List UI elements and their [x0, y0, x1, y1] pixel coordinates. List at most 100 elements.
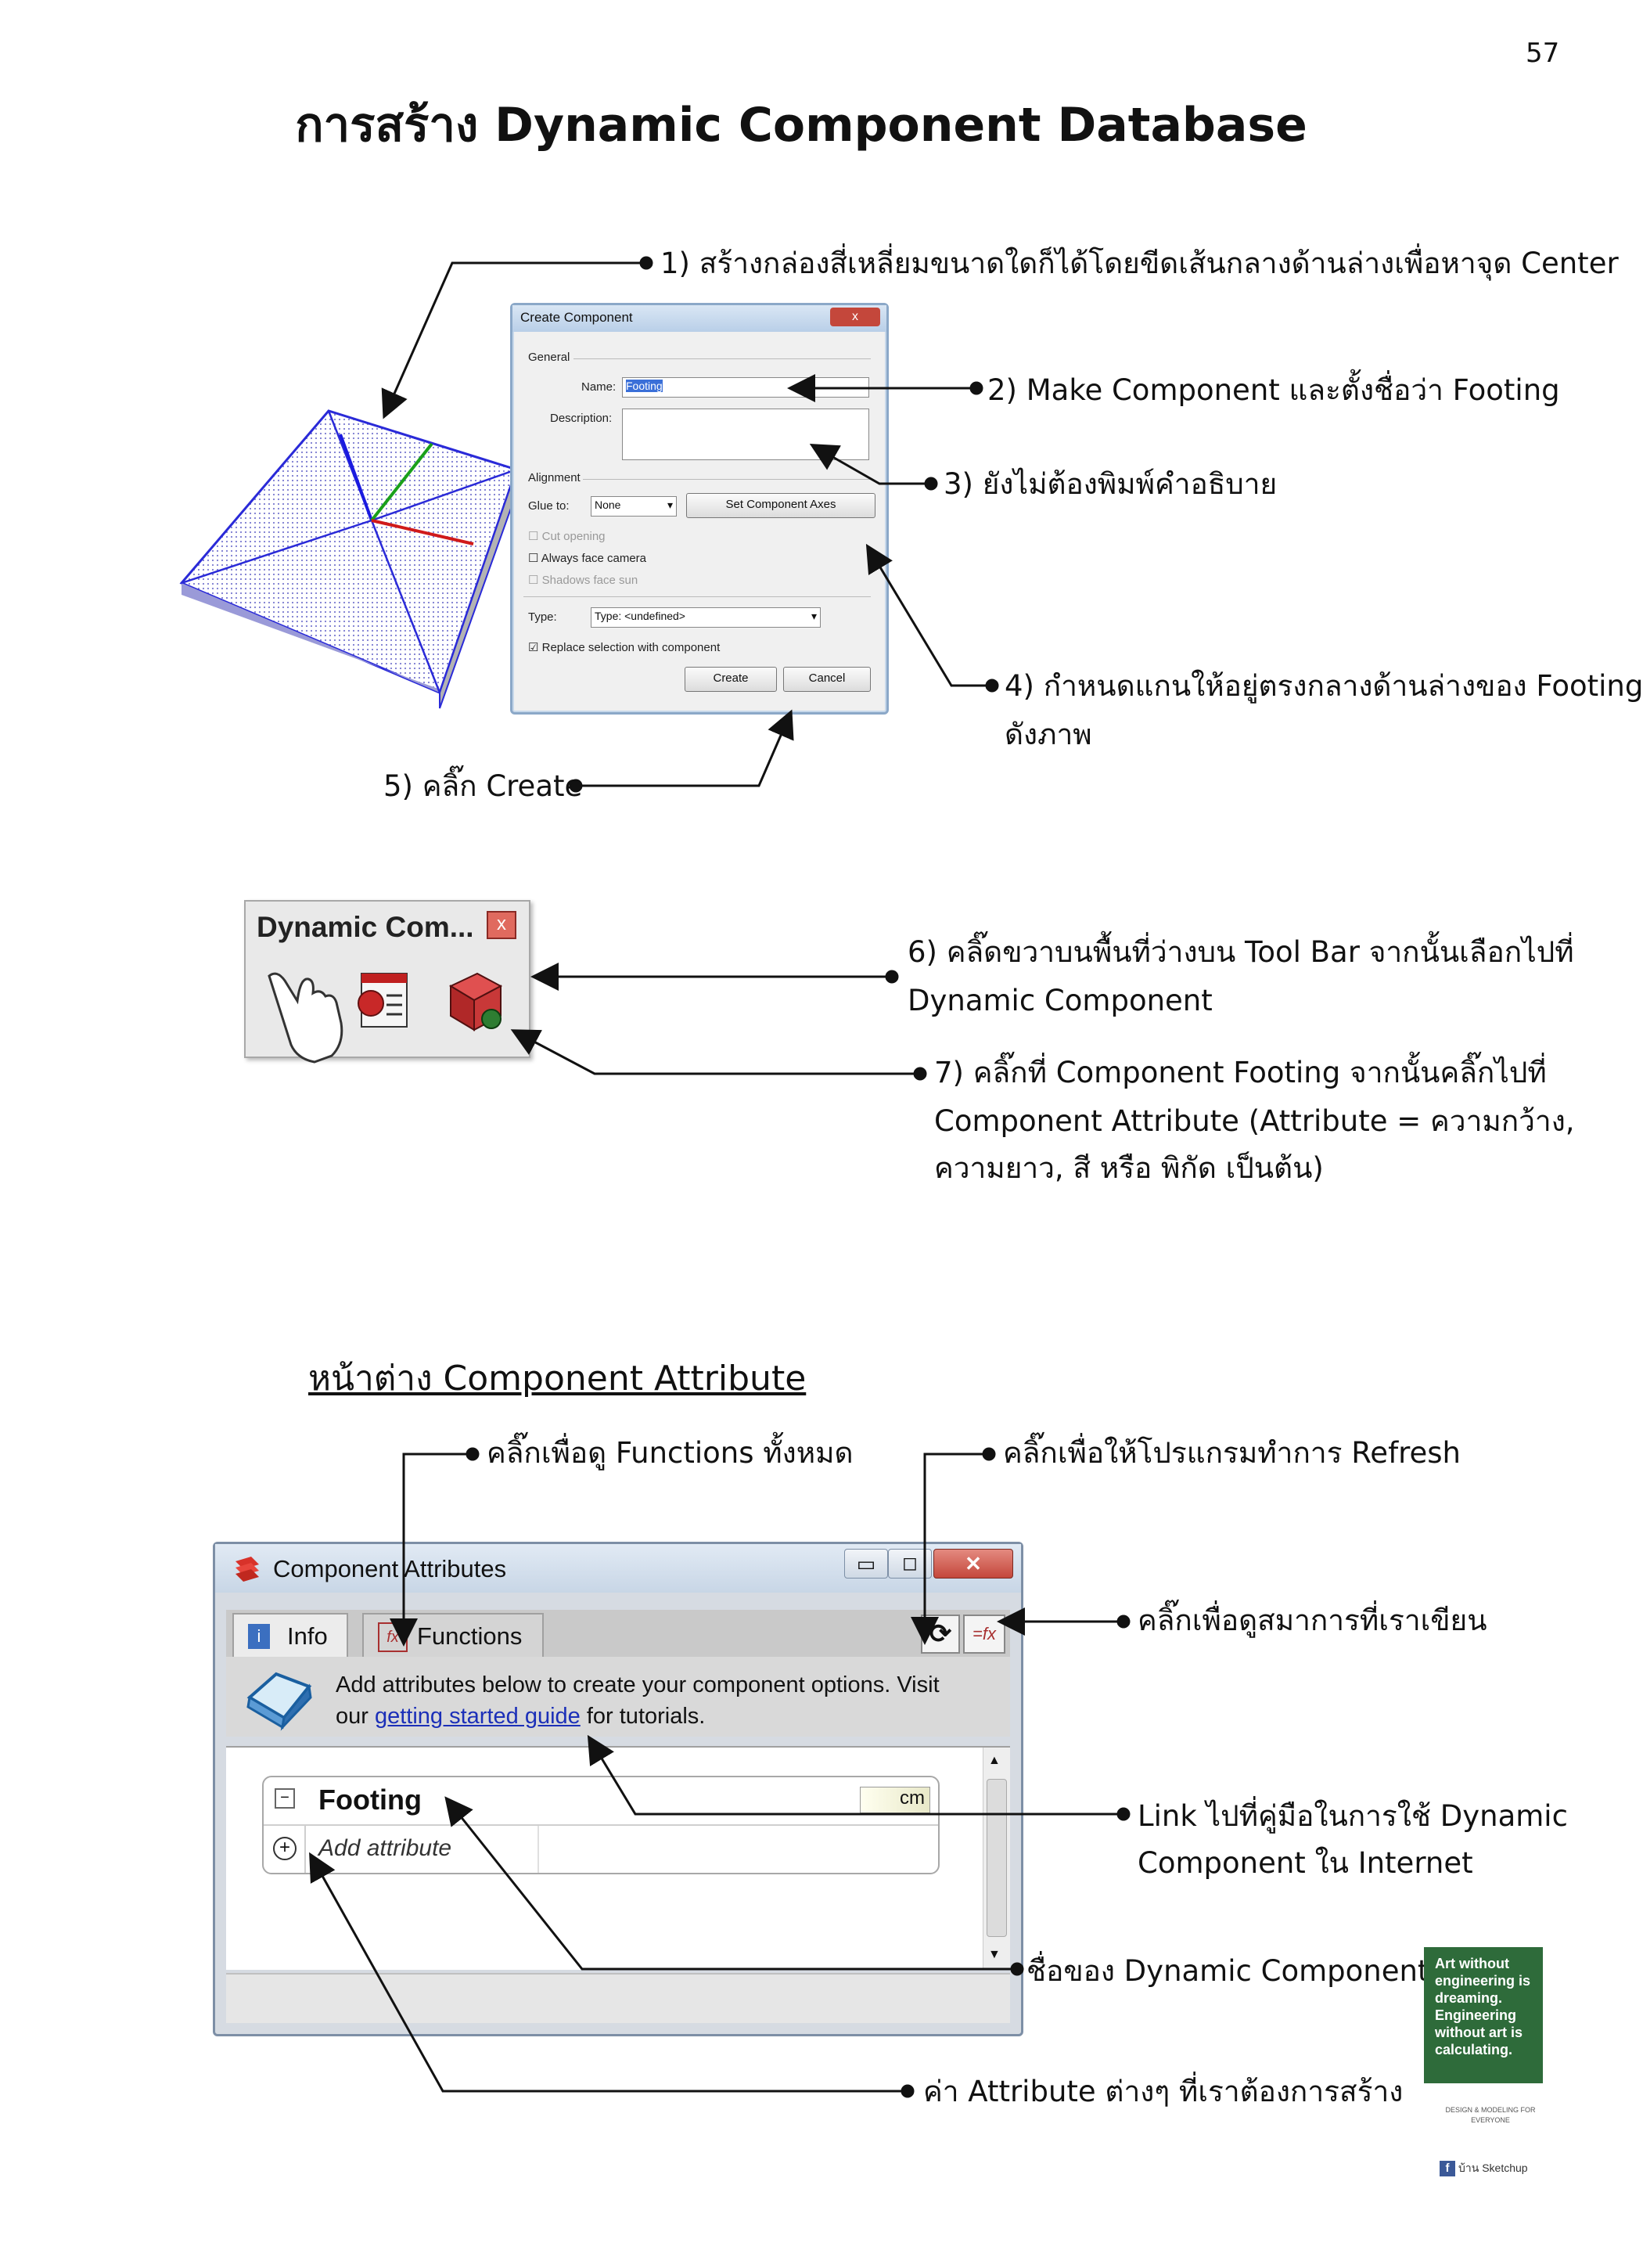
scroll-up-icon[interactable]: ▲ [988, 1754, 1001, 1767]
general-heading: General [528, 351, 570, 364]
description-line-2-end: for tutorials. [580, 1704, 706, 1729]
interact-hand-icon[interactable] [268, 972, 343, 1064]
unit-select[interactable]: cm [860, 1787, 930, 1813]
replace-label: Replace selection with component [541, 641, 721, 654]
glue-label: Glue to: [528, 499, 570, 513]
component-header-row: − Footing cm [264, 1777, 938, 1826]
note-link-line-1: Link ไปที่คู่มือในการใช้ Dynamic [1138, 1799, 1568, 1833]
blue-axis [339, 434, 373, 521]
note-1: 1) สร้างกล่องสี่เหลี่ยมขนาดใดก็ได้โดยขีด… [660, 247, 1619, 280]
type-label: Type: [528, 610, 557, 624]
functions-icon: fx [378, 1622, 408, 1652]
toolbar-close-button[interactable]: x [487, 911, 516, 939]
glue-value: None [595, 499, 621, 511]
refresh-button[interactable]: ⟳ [921, 1615, 960, 1654]
formula-view-icon: =fx [972, 1624, 996, 1643]
component-attributes-icon[interactable] [448, 972, 503, 1031]
component-cube-icon [246, 1672, 312, 1731]
note-3: 3) ยังไม่ต้องพิมพ์คำอธิบาย [944, 467, 1278, 501]
vertical-scrollbar[interactable]: ▲ ▼ [983, 1748, 1010, 1970]
tab-bar: i Info fx Functions ⟳ =fx [226, 1610, 1010, 1657]
getting-started-link[interactable]: getting started guide [374, 1704, 581, 1729]
close-button[interactable]: x [830, 308, 880, 326]
note-5: 5) คลิ๊ก Create [383, 769, 583, 803]
create-component-dialog: Create Component x General Name: Footing… [510, 303, 889, 715]
replace-checkbox[interactable]: ☑ Replace selection with component [528, 641, 721, 654]
alignment-heading: Alignment [528, 471, 581, 484]
page-number: 57 [1526, 38, 1560, 69]
tab-functions[interactable]: fx Functions [362, 1613, 544, 1657]
note-6-line-2: Dynamic Component [908, 984, 1213, 1017]
add-attribute-label: Add attribute [318, 1835, 452, 1861]
cut-opening-label: Cut opening [541, 530, 606, 543]
note-refresh: คลิ๊กเพื่อให้โปรแกรมทำการ Refresh [1003, 1436, 1461, 1470]
component-card: − Footing cm + Add attribute [262, 1776, 940, 1874]
facebook-icon: f [1440, 2161, 1455, 2176]
glue-select[interactable]: None ▾ [591, 496, 677, 517]
name-label: Name: [581, 380, 617, 394]
note-4-line-2: ดังภาพ [1005, 718, 1092, 751]
add-icon[interactable]: + [273, 1837, 297, 1860]
description-line-2-start: our [336, 1704, 375, 1729]
cut-opening-checkbox[interactable]: ☐ Cut opening [528, 530, 606, 543]
chevron-down-icon: ▾ [811, 610, 817, 622]
scroll-down-icon[interactable]: ▼ [988, 1948, 1001, 1961]
attributes-pane: − Footing cm + Add attribute ▲ ▼ [226, 1746, 1010, 1970]
note-7-line-1: 7) คลิ๊กที่ Component Footing จากนั้นคลิ… [934, 1056, 1547, 1089]
tab-functions-label: Functions [417, 1622, 523, 1650]
info-description: Add attributes below to create your comp… [336, 1669, 940, 1732]
description-field[interactable] [622, 409, 869, 460]
add-attribute-row[interactable]: + Add attribute [264, 1826, 938, 1873]
page-title: การสร้าง Dynamic Component Database [295, 98, 1307, 153]
note-formula: คลิ๊กเพื่อดูสมาการที่เราเขียน [1138, 1604, 1487, 1637]
dynamic-components-toolbar: Dynamic Com... x [244, 900, 530, 1064]
note-attribute: ค่า Attribute ต่างๆ ที่เราต้องการสร้าง [923, 2075, 1404, 2108]
collapse-icon[interactable]: − [275, 1788, 295, 1809]
row-divider [304, 1826, 306, 1873]
maximize-button[interactable]: ◻ [888, 1549, 932, 1579]
component-attributes-window: Component Attributes ▭ ◻ ✕ i Info fx Fun… [213, 1542, 1023, 2036]
shadows-checkbox[interactable]: ☐ Shadows face sun [528, 574, 638, 587]
red-axis [371, 519, 474, 545]
shadows-label: Shadows face sun [541, 574, 638, 587]
tab-info[interactable]: i Info [232, 1613, 348, 1657]
set-axes-button[interactable]: Set Component Axes [686, 493, 875, 518]
note-7-line-2: Component Attribute (Attribute = ความกว้… [934, 1104, 1575, 1138]
chevron-down-icon: ▾ [667, 499, 673, 511]
toolbar-title: Dynamic Com... [257, 911, 474, 943]
info-area: Add attributes below to create your comp… [226, 1657, 1010, 1737]
type-select[interactable]: Type: <undefined> ▾ [591, 607, 821, 628]
minimize-button[interactable]: ▭ [844, 1549, 888, 1579]
note-7-line-3: ความยาว, สี หรือ พิกัด เป็นต้น) [934, 1151, 1324, 1185]
info-icon: i [248, 1624, 270, 1649]
component-options-icon[interactable] [358, 973, 408, 1028]
column-divider [537, 1826, 539, 1873]
component-name: Footing [318, 1784, 422, 1816]
scrollbar-thumb[interactable] [987, 1779, 1007, 1937]
sketchup-logo-icon [235, 1557, 259, 1582]
create-button[interactable]: Create [685, 667, 777, 692]
name-field[interactable]: Footing [622, 377, 869, 398]
thumbnail-subtitle: DESIGN & MODELING FOR EVERYONE [1445, 2106, 1536, 2124]
tab-info-label: Info [287, 1622, 328, 1650]
quote-thumbnail: Art without engineering is dreaming. Eng… [1424, 1947, 1543, 2083]
facebook-page-name: บ้าน Sketchup [1458, 2162, 1528, 2174]
note-link-line-2: Component ใน Internet [1138, 1846, 1473, 1880]
note-2: 2) Make Component และตั้งชื่อว่า Footing [987, 373, 1560, 407]
description-label: Description: [550, 412, 613, 425]
section-title: หน้าต่าง Component Attribute [308, 1359, 807, 1399]
type-value: Type: <undefined> [595, 610, 685, 622]
window-close-button[interactable]: ✕ [933, 1549, 1013, 1579]
window-title: Component Attributes [273, 1555, 507, 1582]
description-line-1: Add attributes below to create your comp… [336, 1672, 940, 1697]
cancel-button[interactable]: Cancel [783, 667, 871, 692]
face-camera-checkbox[interactable]: ☐ Always face camera [528, 552, 647, 565]
face-camera-label: Always face camera [541, 552, 647, 565]
note-name: ชื่อของ Dynamic Component [1026, 1954, 1429, 1988]
note-6-line-1: 6) คลิ๊ดขวาบนพื้นที่ว่างบน Tool Bar จากน… [908, 935, 1574, 969]
green-axis [370, 442, 433, 522]
note-4-line-1: 4) กำหนดแกนให้อยู่ตรงกลางด้านล่างของ Foo… [1005, 669, 1643, 703]
status-bar [226, 1973, 1010, 2023]
toggle-formula-button[interactable]: =fx [963, 1615, 1005, 1654]
